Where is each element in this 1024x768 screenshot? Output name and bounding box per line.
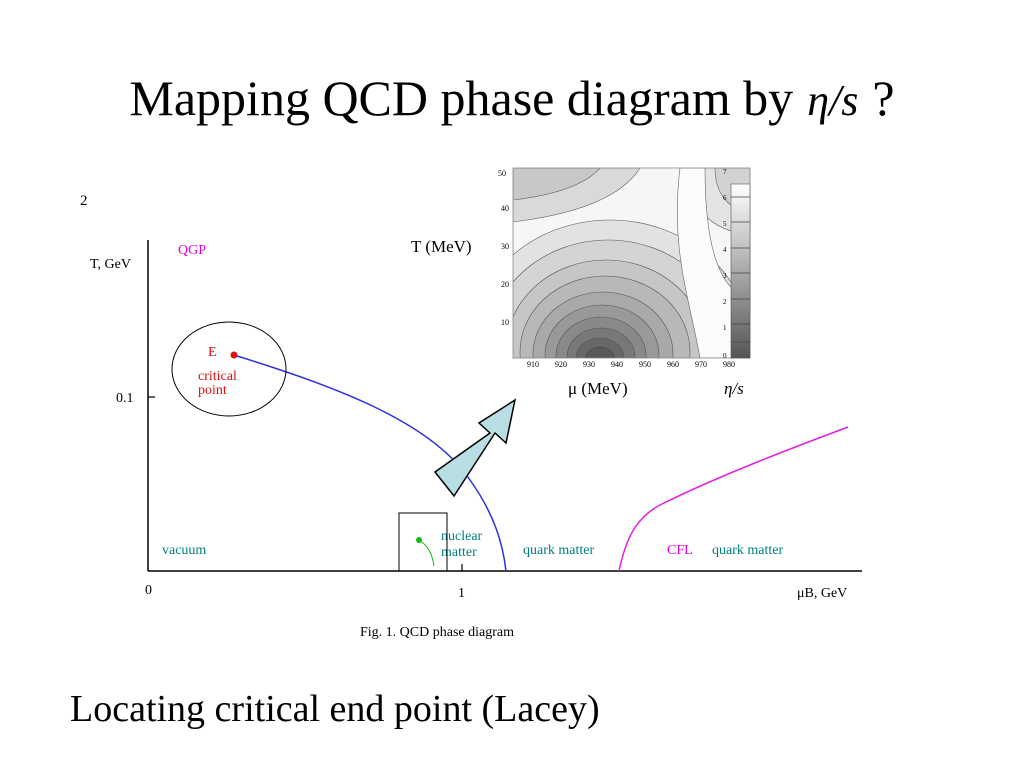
y-axis-label: T, GeV bbox=[90, 257, 131, 272]
inset-x-tick-970: 970 bbox=[695, 360, 707, 369]
inset-y-tick-10: 10 bbox=[501, 318, 509, 327]
colorbar-tick-7: 7 bbox=[723, 168, 727, 176]
inset-y-tick-20: 20 bbox=[501, 280, 509, 289]
zoom-arrow bbox=[433, 398, 517, 498]
nuclear-label-line1: nuclear bbox=[441, 529, 483, 544]
inset-x-tick-960: 960 bbox=[667, 360, 679, 369]
cfl-boundary-curve bbox=[618, 426, 849, 572]
colorbar-tick-6: 6 bbox=[723, 194, 727, 202]
figure-caption: Fig. 1. QCD phase diagram bbox=[360, 625, 514, 640]
inset-colorbar: 7 6 5 4 3 2 1 0 η/s bbox=[723, 168, 751, 398]
y-tick-label: 0.1 bbox=[116, 391, 134, 406]
inset-x-label: μ (MeV) bbox=[568, 379, 628, 398]
slide-title: Mapping QCD phase diagram by η/s? bbox=[0, 68, 1024, 131]
vacuum-label: vacuum bbox=[162, 543, 206, 558]
inset-x-tick-930: 930 bbox=[583, 360, 595, 369]
colorbar-tick-3: 3 bbox=[723, 272, 727, 280]
x-tick-one: 1 bbox=[458, 586, 465, 601]
critical-point-dot bbox=[230, 351, 238, 359]
colorbar-tick-1: 1 bbox=[723, 324, 727, 332]
critical-point-circle bbox=[171, 321, 287, 417]
inset-x-tick-980: 980 bbox=[723, 360, 735, 369]
colorbar-label: η/s bbox=[724, 379, 744, 398]
inset-x-tick-910: 910 bbox=[527, 360, 539, 369]
critical-label-line2: point bbox=[198, 383, 227, 398]
colorbar-tick-4: 4 bbox=[723, 246, 727, 254]
colorbar-tick-5: 5 bbox=[723, 220, 727, 228]
colorbar-tick-2: 2 bbox=[723, 298, 727, 306]
inset-y-tick-50: 50 bbox=[498, 169, 506, 178]
inset-y-tick-30: 30 bbox=[501, 242, 509, 251]
bottom-caption: Locating critical end point (Lacey) bbox=[70, 688, 600, 730]
cfl-label: CFL bbox=[667, 543, 693, 558]
qgp-label: QGP bbox=[178, 243, 206, 258]
nuclear-matter-box bbox=[398, 512, 448, 572]
x-axis-label: μB, GeV bbox=[797, 586, 847, 601]
inset-x-tick-950: 950 bbox=[639, 360, 651, 369]
colorbar-tick-0: 0 bbox=[723, 352, 727, 360]
title-math: η/s bbox=[807, 76, 859, 125]
colorbar-gradient bbox=[730, 183, 751, 359]
critical-point-letter: E bbox=[208, 345, 217, 360]
nuclear-label-line2: matter bbox=[441, 545, 477, 560]
inset-x-ticks: 910 920 930 940 950 960 970 980 bbox=[527, 360, 735, 369]
quark-matter-label: quark matter bbox=[523, 543, 594, 558]
page-number: 2 bbox=[80, 193, 88, 209]
inset-y-ticks: 50 40 30 20 10 bbox=[498, 169, 509, 327]
inset-x-tick-940: 940 bbox=[611, 360, 623, 369]
title-text: Mapping QCD phase diagram by bbox=[129, 70, 794, 126]
x-tick-zero: 0 bbox=[145, 583, 152, 598]
inset-x-tick-920: 920 bbox=[555, 360, 567, 369]
cfl-quark-matter-label: quark matter bbox=[712, 543, 783, 558]
nuclear-matter-line bbox=[418, 539, 435, 567]
inset-y-label: T (MeV) bbox=[411, 237, 472, 256]
inset-y-tick-40: 40 bbox=[501, 204, 509, 213]
inset-contour-plot bbox=[512, 167, 751, 359]
critical-label-line1: critical bbox=[198, 369, 237, 384]
title-end: ? bbox=[872, 70, 895, 126]
